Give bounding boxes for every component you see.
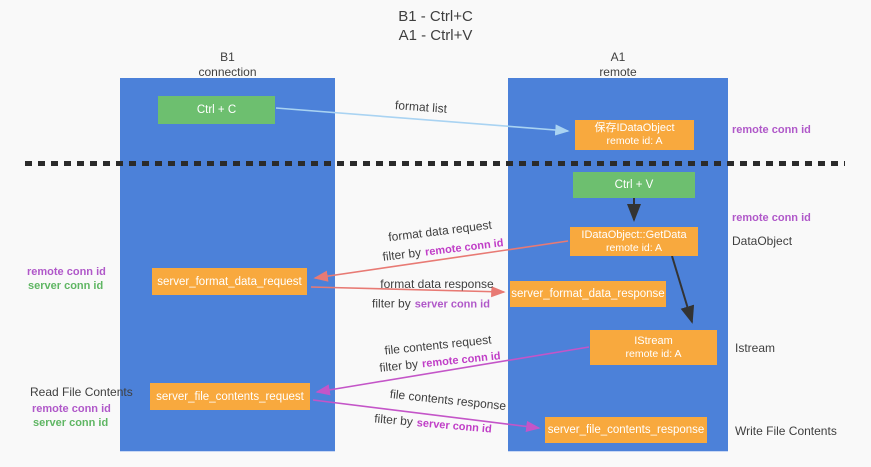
server-conn-id-text: server conn id [416, 417, 493, 436]
node-idataobject-getdata: IDataObject::GetData remote id: A [570, 227, 698, 256]
filter-by-text: filter by [378, 356, 419, 375]
node-save-idataobject: 保存IDataObject remote id: A [575, 120, 694, 150]
node-server-format-data-response-label: server_format_data_response [511, 288, 665, 300]
label-format-data-response: format data response [380, 277, 494, 291]
label-format-list: format list [394, 98, 448, 116]
annotation-dataobject: DataObject [732, 234, 793, 248]
node-server-file-contents-response: server_file_contents_response [545, 417, 707, 443]
node-ctrl-c-label: Ctrl + C [196, 104, 237, 116]
filter-by-text: filter by [373, 411, 414, 429]
annotation-write-file-contents: Write File Contents [735, 424, 837, 438]
node-server-file-contents-request: server_file_contents_request [150, 383, 310, 410]
lane-header-a1: A1 remote [508, 50, 728, 80]
remote-conn-id-text: remote conn id [424, 237, 505, 259]
server-conn-id-text: server conn id [414, 298, 490, 311]
annotation-remote-conn-id-left2: remote conn id [32, 403, 111, 415]
filter-by-text: filter by [372, 296, 411, 311]
annotation-server-conn-id-left1: server conn id [28, 280, 104, 292]
annotation-server-conn-id-left2: server conn id [33, 417, 109, 429]
annotation-istream: Istream [735, 341, 776, 355]
page-title: B1 - Ctrl+C A1 - Ctrl+V [0, 7, 871, 45]
node-server-file-contents-request-label: server_file_contents_request [156, 390, 304, 403]
node-ctrl-v-label: Ctrl + V [614, 179, 654, 191]
node-istream-line1: IStream [634, 334, 673, 347]
node-server-format-data-request: server_format_data_request [152, 268, 307, 295]
annotation-read-file-contents: Read File Contents [30, 385, 133, 399]
lane-header-b1: B1 connection [120, 50, 335, 80]
node-getdata-line1: IDataObject::GetData [581, 228, 687, 241]
label-file-contents-response: file contents response [389, 386, 507, 414]
node-getdata-line2: remote id: A [605, 241, 663, 254]
node-save-idataobject-line1: 保存IDataObject [594, 122, 675, 134]
node-server-format-data-response: server_format_data_response [510, 281, 666, 307]
remote-conn-id-text: remote conn id [421, 350, 502, 371]
node-server-format-data-request-label: server_format_data_request [157, 275, 302, 288]
node-ctrl-c: Ctrl + C [158, 96, 275, 124]
title-line-2: A1 - Ctrl+V [398, 27, 473, 44]
annotation-remote-conn-id-top: remote conn id [732, 124, 811, 136]
lane-a1-subtitle: remote [599, 65, 637, 79]
node-server-file-contents-response-label: server_file_contents_response [547, 424, 705, 436]
annotation-remote-conn-id-mid: remote conn id [732, 212, 811, 224]
node-istream-line2: remote id: A [625, 347, 682, 360]
lane-b1-subtitle: connection [198, 65, 257, 79]
title-line-1: B1 - Ctrl+C [398, 8, 473, 25]
lane-b1-title: B1 [220, 50, 235, 64]
filter-by-text: filter by [381, 245, 422, 264]
node-save-idataobject-line2: remote id: A [606, 135, 663, 147]
dashed-separator [25, 161, 845, 166]
node-istream: IStream remote id: A [590, 330, 717, 365]
lane-a1-title: A1 [610, 50, 626, 64]
node-ctrl-v: Ctrl + V [573, 172, 695, 198]
annotation-remote-conn-id-left1: remote conn id [27, 266, 106, 278]
